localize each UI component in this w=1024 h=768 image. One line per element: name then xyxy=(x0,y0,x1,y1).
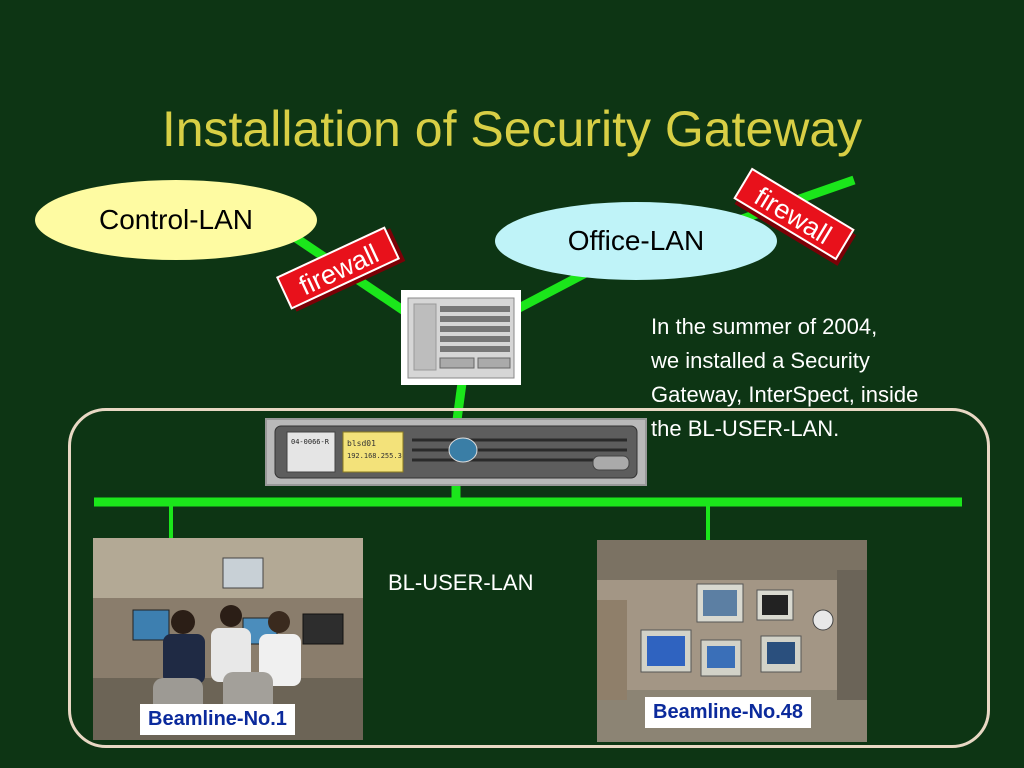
bl-user-lan-frame xyxy=(68,408,990,748)
info-text-line-2: we installed a Security xyxy=(651,348,870,373)
beamline-48-photo xyxy=(597,540,867,742)
bl-user-lan-label: BL-USER-LAN xyxy=(388,570,534,595)
chassis-server-icon xyxy=(407,297,515,378)
rack-label-line2: blsd01 xyxy=(347,439,376,448)
info-text: In the summer of 2004, we installed a Se… xyxy=(651,310,1011,446)
rack-server-icon: 04-0066-R blsd01 192.168.255.3 xyxy=(274,425,638,479)
wire-chassis-to-server xyxy=(452,382,467,421)
office-lan-node: Office-LAN xyxy=(495,202,777,280)
info-text-line-1: In the summer of 2004, xyxy=(651,314,878,339)
rack-label-line1: 04-0066-R xyxy=(291,438,330,446)
beamline-48-photo-illustration xyxy=(597,540,867,742)
slide-title: Installation of Security Gateway xyxy=(161,101,863,157)
security-gateway-chassis xyxy=(401,290,521,385)
beamline-48-caption: Beamline-No.48 xyxy=(645,697,812,728)
info-text-line-3: Gateway, InterSpect, inside xyxy=(651,382,919,407)
info-text-line-4: the BL-USER-LAN. xyxy=(651,416,840,441)
control-lan-label: Control-LAN xyxy=(98,204,254,235)
beamline-1-caption: Beamline-No.1 xyxy=(140,704,295,735)
office-lan-label: Office-LAN xyxy=(567,225,705,256)
rack-label-line3: 192.168.255.3 xyxy=(347,452,402,460)
control-lan-node: Control-LAN xyxy=(35,180,317,260)
interspect-rack-server: 04-0066-R blsd01 192.168.255.3 xyxy=(265,418,647,486)
